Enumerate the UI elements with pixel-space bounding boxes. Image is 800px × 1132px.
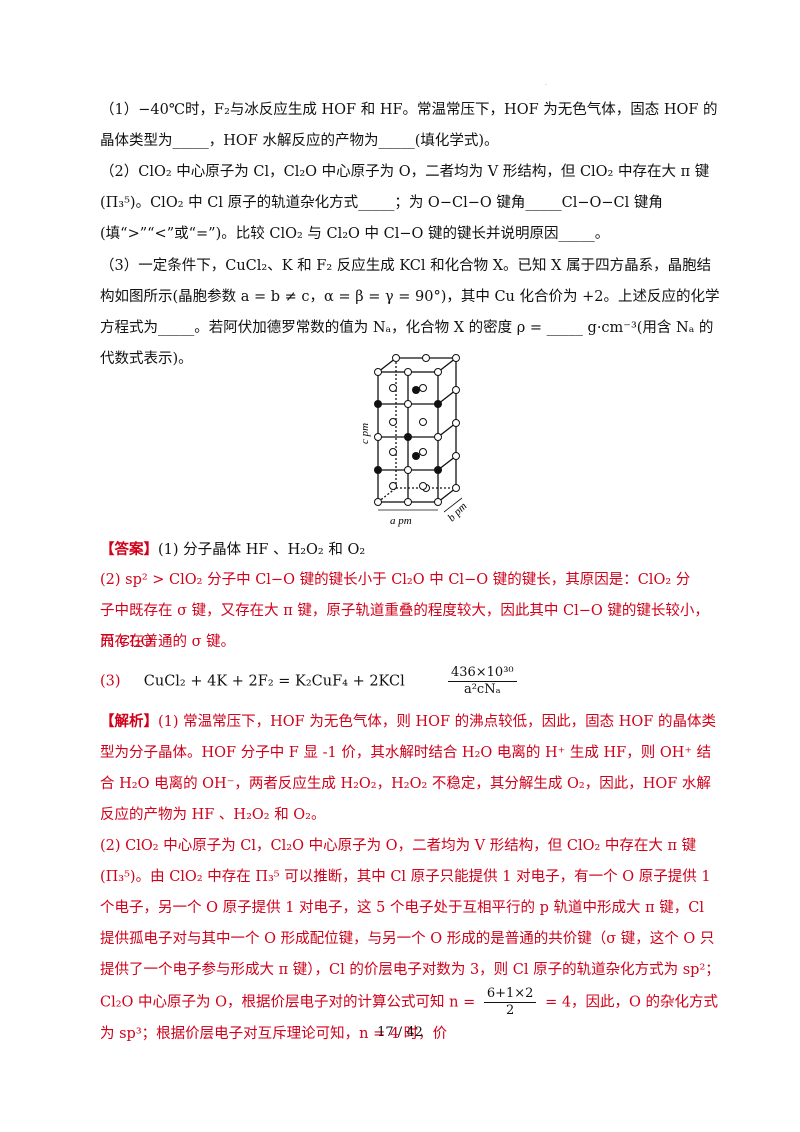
- question-2: （2）ClO₂ 中心原子为 Cl，Cl₂O 中心原子为 O，二者均为 V 形结构…: [100, 164, 710, 242]
- a-axis-label: a pm: [390, 515, 412, 527]
- question-1: （1）−40℃时，F₂与冰反应生成 HOF 和 HF。常温常压下，HOF 为无色…: [100, 102, 718, 149]
- analysis-1: 【解析】(1) 常温常压下，HOF 为无色气体，则 HOF 的沸点较低，因此，固…: [100, 713, 716, 823]
- answer-tag: 【答案】: [100, 541, 158, 558]
- c-axis-label: c pm: [360, 423, 371, 444]
- analysis-2: (2) ClO₂ 中心原子为 Cl，Cl₂O 中心原子为 O，二者均为 V 形结…: [100, 838, 720, 1042]
- answer-3-equation: CuCl₂ + 4K + 2F₂ = K₂CuF₄ + 2KCl: [143, 673, 405, 690]
- analysis-tag: 【解析】: [100, 713, 158, 730]
- answer-2-line-2: 子中既存在 σ 键，又存在大 π 键，原子轨道重叠的程度较大，因此其中 Cl−O…: [100, 603, 709, 650]
- answer-3: (3) CuCl₂ + 4K + 2F₂ = K₂CuF₄ + 2KCl 436…: [100, 665, 722, 698]
- answer-2-line-3: 只存在普通的 σ 键。: [100, 634, 236, 650]
- answer-3-density: 436×10³⁰ a²cNₐ: [447, 665, 517, 698]
- analysis-2-fraction: 6+1×2 2: [483, 986, 537, 1019]
- answer-1: 【答案】(1) 分子晶体 HF 、H₂O₂ 和 O₂: [100, 541, 366, 558]
- b-axis-label: b pm: [446, 500, 470, 524]
- page-number: 17 / 42: [377, 1025, 423, 1040]
- answer-2-line-1: (2) sp² > ClO₂ 分子中 Cl−O 键的键长小于 Cl₂O 中 Cl…: [100, 572, 691, 588]
- question-3: （3）一定条件下，CuCl₂、K 和 F₂ 反应生成 KCl 和化合物 X。已知…: [100, 258, 720, 367]
- crystal-cell-figure: c pm a pm b pm: [360, 354, 470, 527]
